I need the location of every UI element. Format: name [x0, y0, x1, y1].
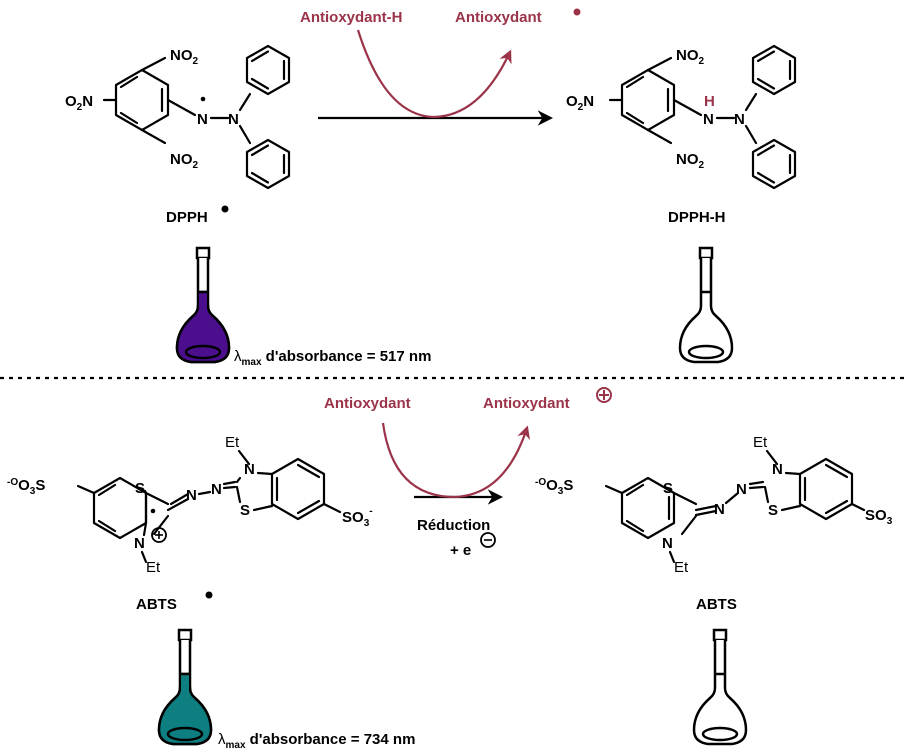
abts-left-so3: -OO3S — [535, 477, 573, 497]
abts-structure: S N Et N N -OO3S Et N S SO3 — [535, 434, 893, 576]
abts-azine-n2: N — [736, 481, 747, 498]
dpph-antioxidant-arc — [356, 29, 512, 119]
abts-antioxidant-arc — [381, 422, 530, 499]
abts-right-n: N — [772, 461, 783, 478]
dpph-h-structure: NO2 NO2 O2N N H N — [566, 44, 797, 190]
abts-radical-dot — [150, 508, 156, 514]
abts-right-n: N — [244, 461, 255, 478]
dpph-product-radical-label: Antioxydant — [455, 9, 542, 26]
radical-dot — [200, 96, 206, 102]
abts-reagent-label: Antioxydant — [324, 395, 411, 412]
abts-azine-n1: N — [186, 487, 197, 504]
abts-left-n: N — [134, 535, 145, 552]
dpph-label-radical-dot — [221, 205, 229, 213]
dpph-radical-label: DPPH — [166, 209, 208, 226]
abts-right-s: S — [240, 502, 250, 519]
abts-left-et: Et — [674, 559, 689, 576]
dpph-n2: N — [228, 111, 239, 128]
no2-bottom: NO2 — [676, 151, 705, 171]
antioxidant-cation-charge — [596, 387, 612, 403]
electron-label: + e — [450, 542, 471, 559]
abts-right-so3: SO3- — [342, 506, 373, 529]
abts-radical-structure: S N Et N N -OO3S Et N S SO3- — [7, 434, 373, 576]
positive-charge — [151, 527, 167, 543]
abts-right-so3: SO3 — [865, 507, 893, 527]
abts-radical-flask-colored — [157, 628, 213, 746]
abts-lambda-max: λmax d'absorbance = 734 nm — [218, 731, 415, 751]
abts-left-s: S — [135, 480, 145, 497]
dpph-h-n1: N — [703, 111, 714, 128]
abts-right-et: Et — [225, 434, 240, 451]
abts-product-cation-label: Antioxydant — [483, 395, 570, 412]
abts-right-s: S — [768, 502, 778, 519]
abts-left-so3: -OO3S — [7, 477, 45, 497]
abts-label-radical-dot — [205, 591, 213, 599]
dpph-flask-colored — [175, 246, 231, 364]
abts-radical-label: ABTS — [136, 596, 177, 613]
dpph-h-hydrogen: H — [704, 93, 715, 110]
dpph-radical-structure: NO2 NO2 O2N N N — [65, 44, 291, 190]
o2n-left: O2N — [566, 93, 594, 113]
abts-azine-n1: N — [714, 501, 725, 518]
dpph-h-label: DPPH-H — [668, 209, 726, 226]
dpph-reagent-label: Antioxydant-H — [300, 9, 403, 26]
dpph-n1: N — [197, 111, 208, 128]
abts-right-et: Et — [753, 434, 768, 451]
abts-left-n: N — [662, 535, 673, 552]
antioxidant-radical-dot — [573, 8, 581, 16]
no2-top: NO2 — [170, 47, 199, 67]
abts-flask-clear — [692, 628, 748, 746]
electron-charge — [480, 532, 496, 548]
no2-top: NO2 — [676, 47, 705, 67]
dpph-h-n2: N — [734, 111, 745, 128]
reduction-label: Réduction — [417, 517, 490, 534]
no2-bottom: NO2 — [170, 151, 199, 171]
abts-left-s: S — [663, 480, 673, 497]
o2n-left: O2N — [65, 93, 93, 113]
abts-label: ABTS — [696, 596, 737, 613]
dpph-h-flask-clear — [678, 246, 734, 364]
abts-azine-n2: N — [211, 481, 222, 498]
abts-left-et: Et — [146, 559, 161, 576]
dpph-lambda-max: λmax d'absorbance = 517 nm — [234, 348, 431, 368]
